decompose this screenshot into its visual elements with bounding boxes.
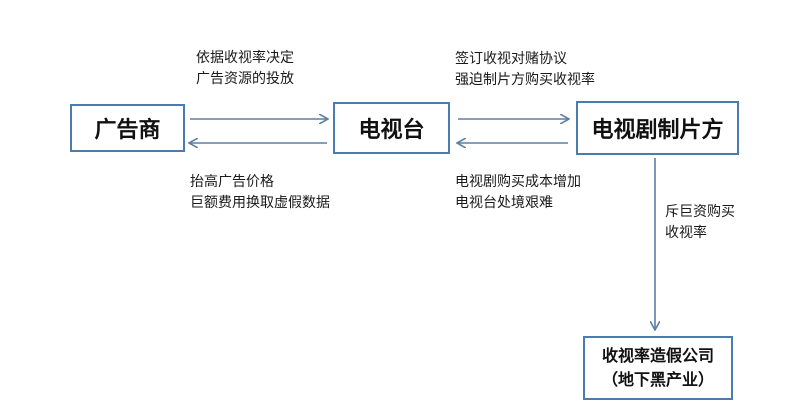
edge-label-line: 电视剧购买成本增加 bbox=[455, 174, 581, 190]
fraud-company-label-line1: 收视率造假公司 bbox=[601, 346, 714, 365]
fraud-company-node: 收视率造假公司 （地下黑产业） bbox=[583, 336, 733, 400]
edge-label-line: 签订收视对赌协议 bbox=[455, 51, 567, 67]
edge-label-tv-to-producer: 签订收视对赌协议 强迫制片方购买收视率 bbox=[455, 49, 595, 91]
advertiser-node: 广告商 bbox=[70, 104, 185, 152]
edge-label-line: 电视台处境艰难 bbox=[455, 195, 553, 211]
tv-station-label: 电视台 bbox=[358, 118, 425, 143]
edge-label-line: 收视率 bbox=[665, 225, 707, 241]
advertiser-label: 广告商 bbox=[94, 118, 161, 143]
fraud-company-label-line2: （地下黑产业） bbox=[601, 370, 714, 389]
edge-label-tv-to-advertiser: 抬高广告价格 巨额费用换取虚假数据 bbox=[190, 172, 330, 214]
edge-label-line: 依据收视率决定 bbox=[196, 50, 294, 66]
edge-label-producer-to-fraud: 斥巨资购买 收视率 bbox=[665, 202, 735, 244]
edge-label-line: 强迫制片方购买收视率 bbox=[455, 72, 595, 88]
tv-station-node: 电视台 bbox=[333, 102, 450, 154]
edge-label-line: 抬高广告价格 bbox=[190, 174, 274, 190]
edge-label-line: 斥巨资购买 bbox=[665, 204, 735, 220]
producer-node: 电视剧制片方 bbox=[576, 101, 739, 155]
edge-label-producer-to-tv: 电视剧购买成本增加 电视台处境艰难 bbox=[455, 172, 581, 214]
edge-label-advertiser-to-tv: 依据收视率决定 广告资源的投放 bbox=[196, 48, 294, 90]
producer-label: 电视剧制片方 bbox=[591, 118, 724, 143]
edge-label-line: 巨额费用换取虚假数据 bbox=[190, 195, 330, 211]
edge-label-line: 广告资源的投放 bbox=[196, 71, 294, 87]
